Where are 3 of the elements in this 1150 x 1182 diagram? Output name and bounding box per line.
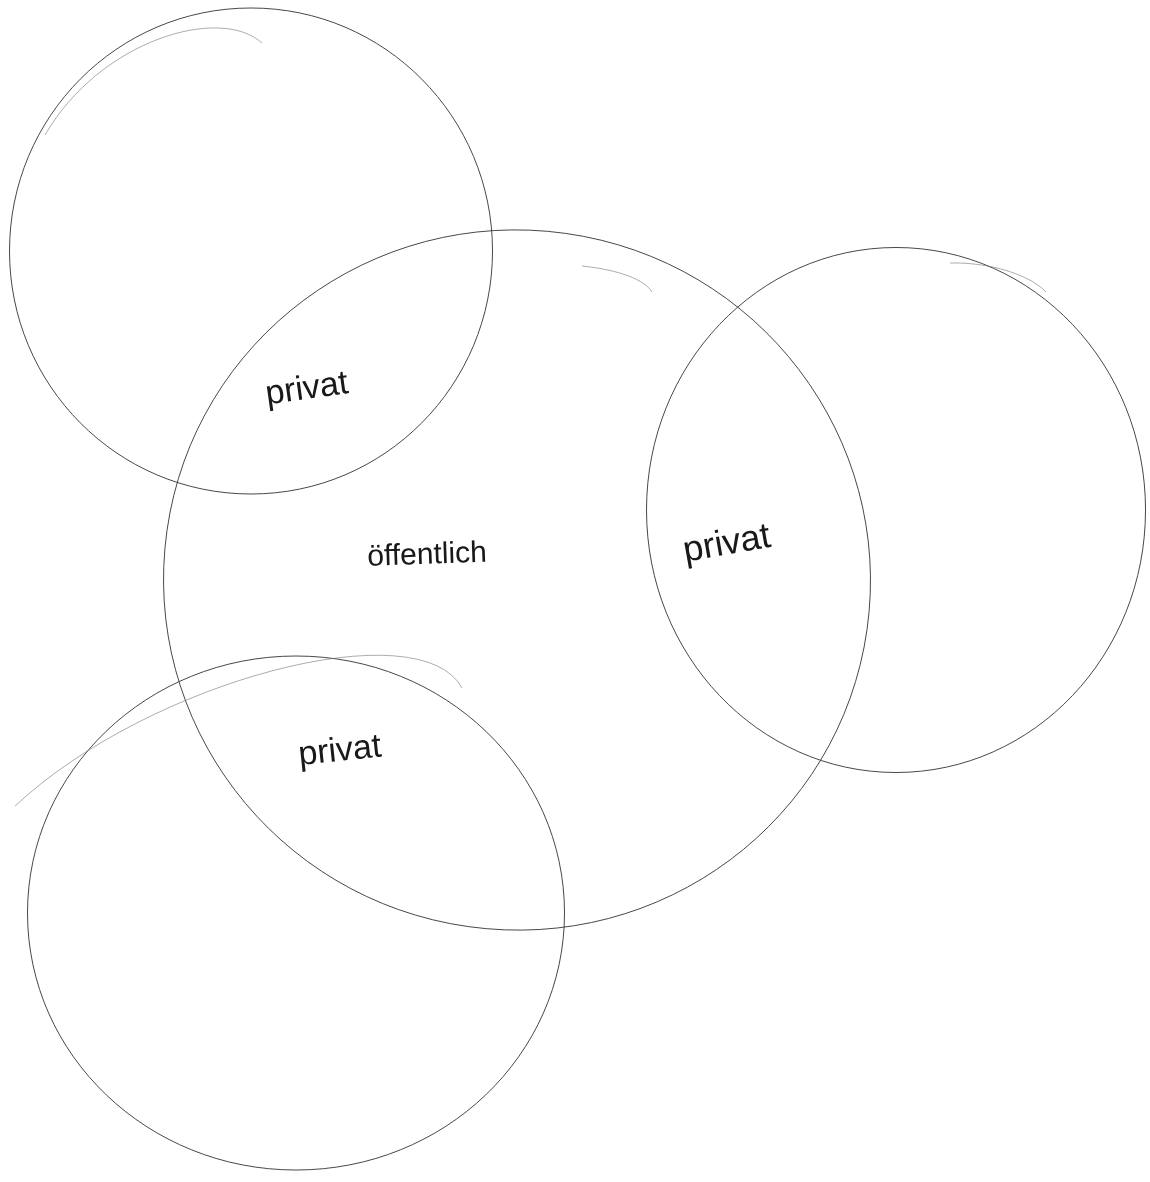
- region-label: privat: [266, 371, 350, 412]
- region-label: privat: [684, 524, 772, 569]
- region-label: öffentlich: [368, 540, 486, 566]
